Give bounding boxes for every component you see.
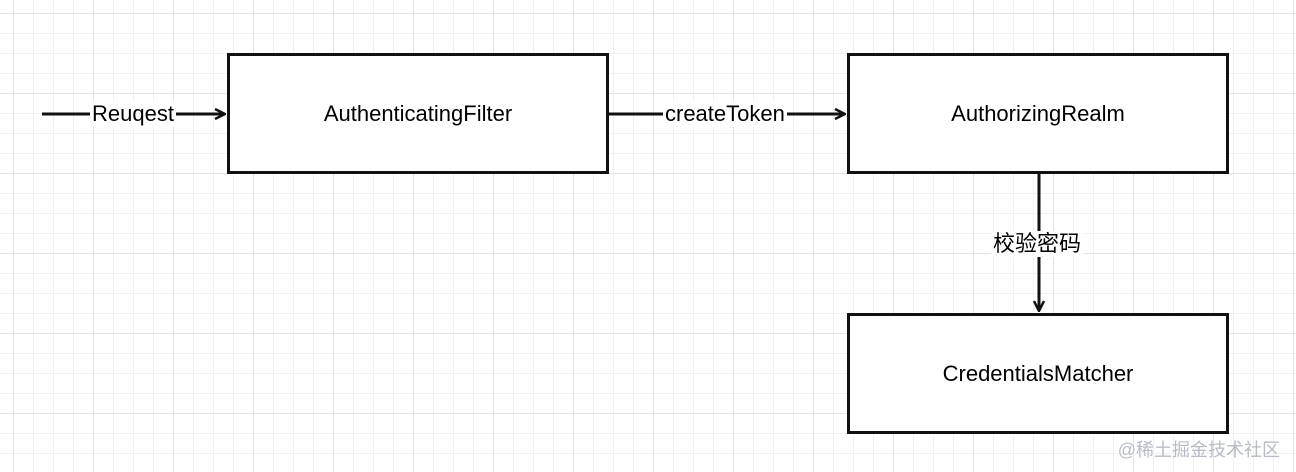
create-token-edge-label: createToken <box>663 101 787 127</box>
credentials-matcher-node: CredentialsMatcher <box>847 313 1229 434</box>
authenticating-filter-node: AuthenticatingFilter <box>227 53 609 174</box>
verify-password-edge-label: 校验密码 <box>991 231 1084 257</box>
watermark-text: @稀土掘金技术社区 <box>1117 440 1280 460</box>
authorizing-realm-label: AuthorizingRealm <box>951 100 1125 126</box>
authenticating-filter-label: AuthenticatingFilter <box>323 100 513 126</box>
request-edge-label: Reuqest <box>90 101 176 127</box>
credentials-matcher-label: CredentialsMatcher <box>942 360 1134 386</box>
authorizing-realm-node: AuthorizingRealm <box>847 53 1229 174</box>
